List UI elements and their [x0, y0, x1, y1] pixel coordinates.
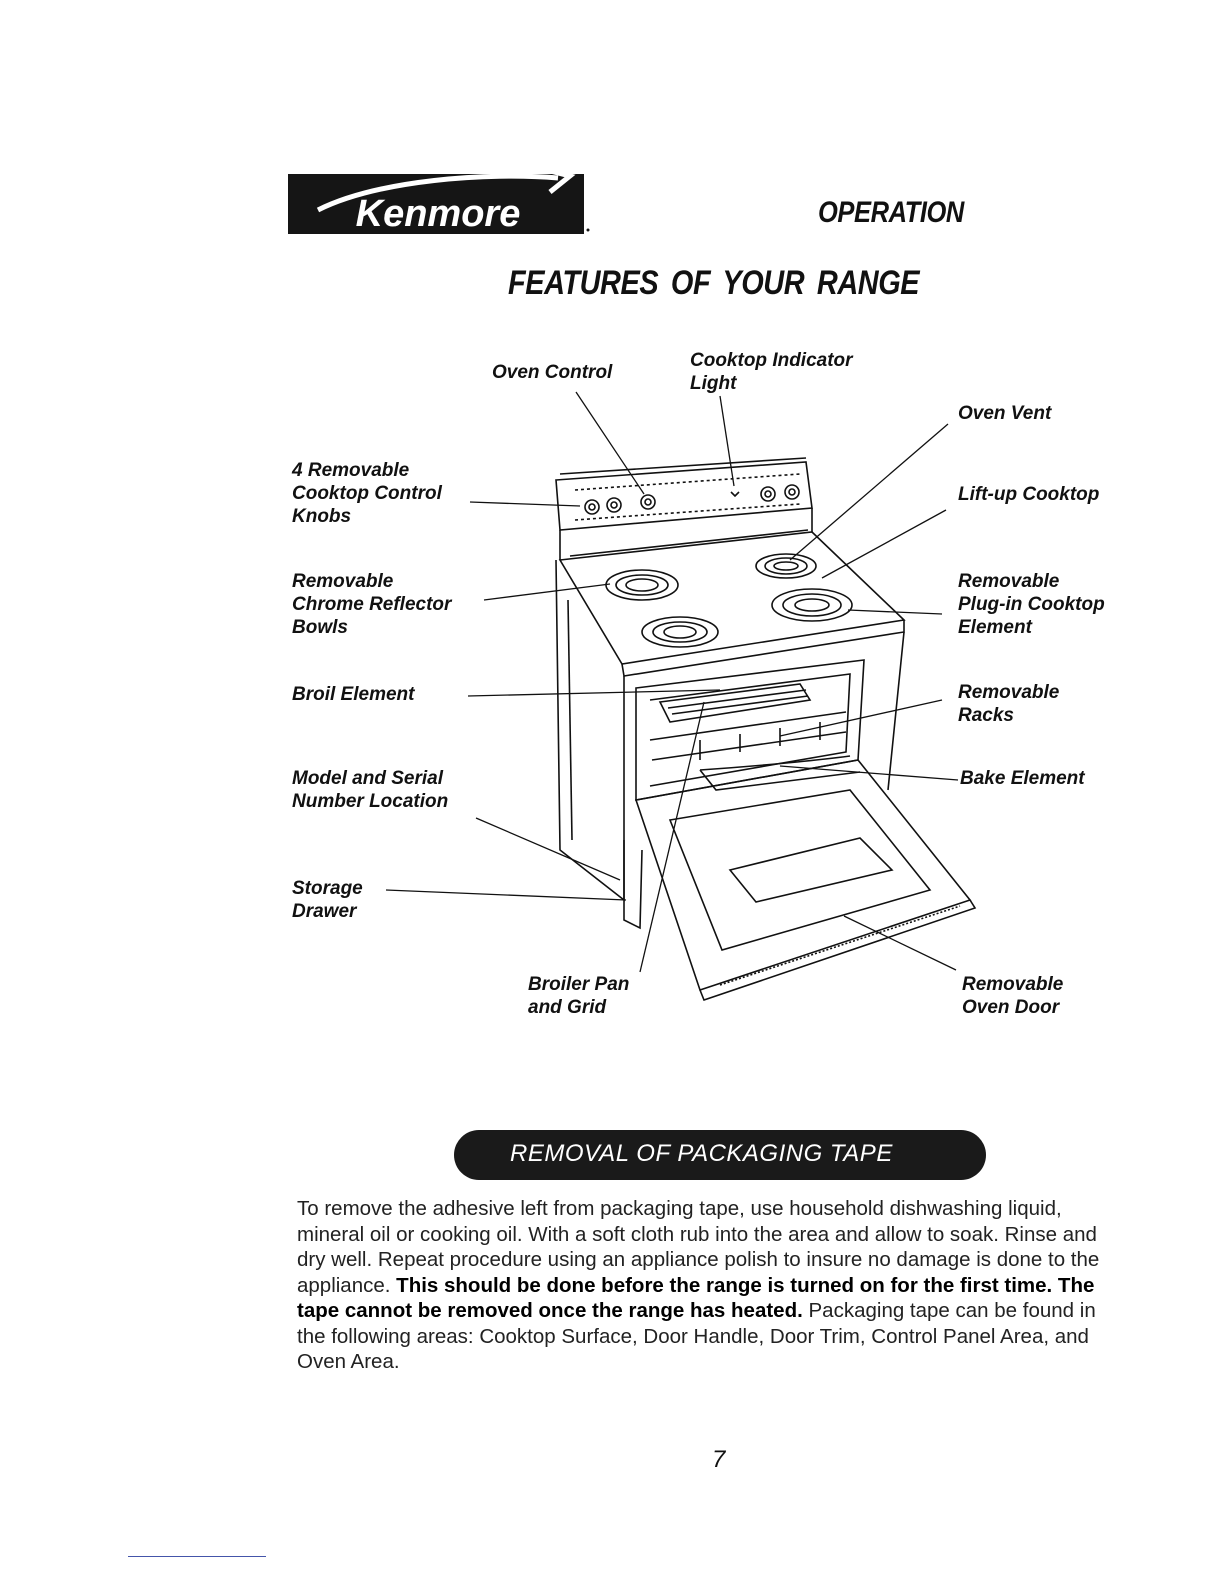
label-broiler-pan-grid: Broiler Pan and Grid	[528, 974, 630, 1018]
range-body	[555, 559, 905, 902]
label-lift-up-cooktop: Lift-up Cooktop	[958, 484, 1100, 505]
label-cooktop-control-knobs: 4 Removable Cooktop Control Knobs	[292, 460, 442, 527]
label-model-serial-location: Model and Serial Number Location	[292, 768, 449, 812]
label-storage-drawer: Storage Drawer	[292, 878, 363, 922]
packaging-instructions: To remove the adhesive left from packagi…	[297, 1196, 1127, 1375]
label-broil-element: Broil Element	[292, 684, 415, 705]
label-cooktop-indicator-light: Cooktop Indicator Light	[690, 350, 853, 394]
label-plug-in-cooktop-element: Removable Plug-in Cooktop Element	[958, 571, 1105, 638]
backguard	[555, 457, 813, 560]
label-bake-element: Bake Element	[960, 768, 1085, 789]
cooktop-surface	[558, 529, 906, 677]
section-banner	[454, 1130, 986, 1180]
storage-drawer	[623, 840, 643, 930]
page-number: 7	[712, 1446, 726, 1473]
oven-cavity	[635, 659, 865, 801]
label-chrome-reflector-bowls: Removable Chrome Reflector Bowls	[292, 571, 452, 638]
leader-lines	[385, 391, 959, 973]
instructions-intro: To remove the adhesive left from packagi…	[297, 1197, 1100, 1297]
kenmore-logo: Kenmore	[288, 170, 590, 234]
brand-wordmark: Kenmore	[356, 193, 521, 234]
range-diagram	[385, 391, 977, 1002]
page-title: FEATURES OF YOUR RANGE	[508, 264, 920, 302]
label-oven-vent: Oven Vent	[958, 403, 1052, 424]
instructions-outro: Packaging tape can be found in the follo…	[297, 1299, 1096, 1373]
section-title: OPERATION	[818, 196, 964, 229]
oven-door	[634, 759, 977, 1002]
control-knobs	[584, 484, 800, 515]
instructions-warning: This should be done before the range is …	[297, 1273, 1095, 1323]
burners	[605, 553, 853, 648]
label-removable-oven-door: Removable Oven Door	[962, 974, 1064, 1018]
section-heading: REMOVAL OF PACKAGING TAPE	[510, 1140, 893, 1167]
label-oven-control: Oven Control	[492, 362, 613, 383]
footer-rule	[128, 1556, 266, 1557]
label-removable-racks: Removable Racks	[958, 682, 1060, 726]
